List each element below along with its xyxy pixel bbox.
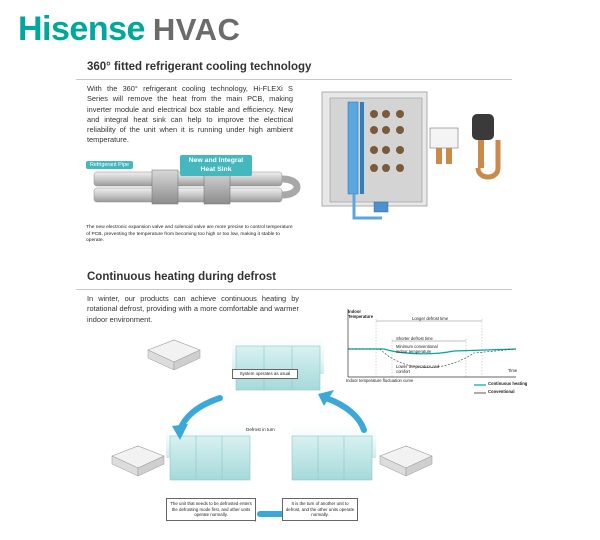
- brand-logo: Hisense HVAC: [18, 10, 240, 50]
- left-unit-defrost-bubble: The unit that needs to be defrosted ente…: [166, 498, 256, 521]
- brand-name: Hisense: [18, 10, 145, 48]
- cycle-arrow-right: [323, 395, 367, 433]
- refrigerant-pipe-lower: [93, 187, 283, 203]
- right-unit-defrost-bubble: It is the turn of another unit to defros…: [282, 498, 358, 521]
- solenoid-pipe: [436, 148, 442, 164]
- right-outdoor-unit: [291, 435, 373, 481]
- brand-suffix: HVAC: [152, 12, 241, 47]
- graph-y-axis-label: Indoor Temperature: [348, 309, 374, 320]
- expansion-valve-coil: [472, 114, 494, 140]
- section2-title: Continuous heating during defrost: [87, 271, 277, 283]
- section2-divider: [76, 289, 512, 290]
- heat-sink-label: New and Integral Heat Sink: [180, 155, 252, 176]
- indoor-cassette-top: [147, 339, 201, 371]
- cycle-arrowhead-left: [172, 424, 188, 440]
- section1-note: The new electronic expansion valve and s…: [86, 225, 293, 244]
- shorter-defrost-label: Shorter defrost time: [396, 336, 433, 341]
- solenoid-pipe-2: [446, 148, 452, 164]
- expansion-valve-pipe: [478, 140, 484, 168]
- graph-curve-caption: Indoor temperature fluctuation curve: [346, 378, 414, 383]
- section1-title: 360° fitted refrigerant cooling technolo…: [87, 61, 312, 73]
- system-normal-bubble: System operates as usual: [232, 369, 298, 379]
- indoor-cassette-right: [379, 445, 433, 477]
- outdoor-unit-illustration: [321, 91, 501, 220]
- electronic-expansion-valve: [373, 201, 389, 213]
- solenoid-valve: [429, 127, 459, 149]
- refrigerant-pipe-out: [352, 194, 382, 220]
- expansion-valve-pipe-bend: [475, 140, 501, 180]
- legend-continuous-label: Continuous heating: [488, 381, 528, 386]
- heat-sink-strip: [360, 102, 364, 194]
- refrigerant-cooling-channel: [347, 101, 359, 195]
- top-outdoor-unit: [235, 345, 321, 391]
- temperature-graph: [347, 309, 517, 394]
- continuous-heating-curve: [348, 348, 517, 355]
- section1-body: With the 360° refrigerant cooling techno…: [87, 84, 293, 145]
- refrigerant-pipe-label: Refrigerant Pipe: [86, 161, 133, 169]
- pipe-u-bend: [281, 175, 301, 199]
- legend-conventional-label: Conventional: [488, 389, 515, 394]
- defrost-in-turn-label: Defrost in turn: [246, 427, 275, 432]
- section2-body: In winter, our products can achieve cont…: [87, 294, 299, 324]
- indoor-cassette-left: [111, 445, 165, 477]
- cycle-arrowhead-right: [318, 390, 334, 406]
- conventional-curve: [348, 348, 517, 368]
- heat-sink-block-left: [151, 169, 179, 205]
- longer-defrost-label: Longer defrost time: [412, 316, 449, 321]
- section1-divider: [76, 79, 512, 80]
- left-outdoor-unit: [169, 435, 251, 481]
- graph-x-axis-label: Time: [508, 368, 518, 373]
- lower-temperature-label: Lower temperature and comfort: [396, 364, 440, 375]
- min-conventional-label: Minimum conventional indoor temperature: [396, 344, 438, 355]
